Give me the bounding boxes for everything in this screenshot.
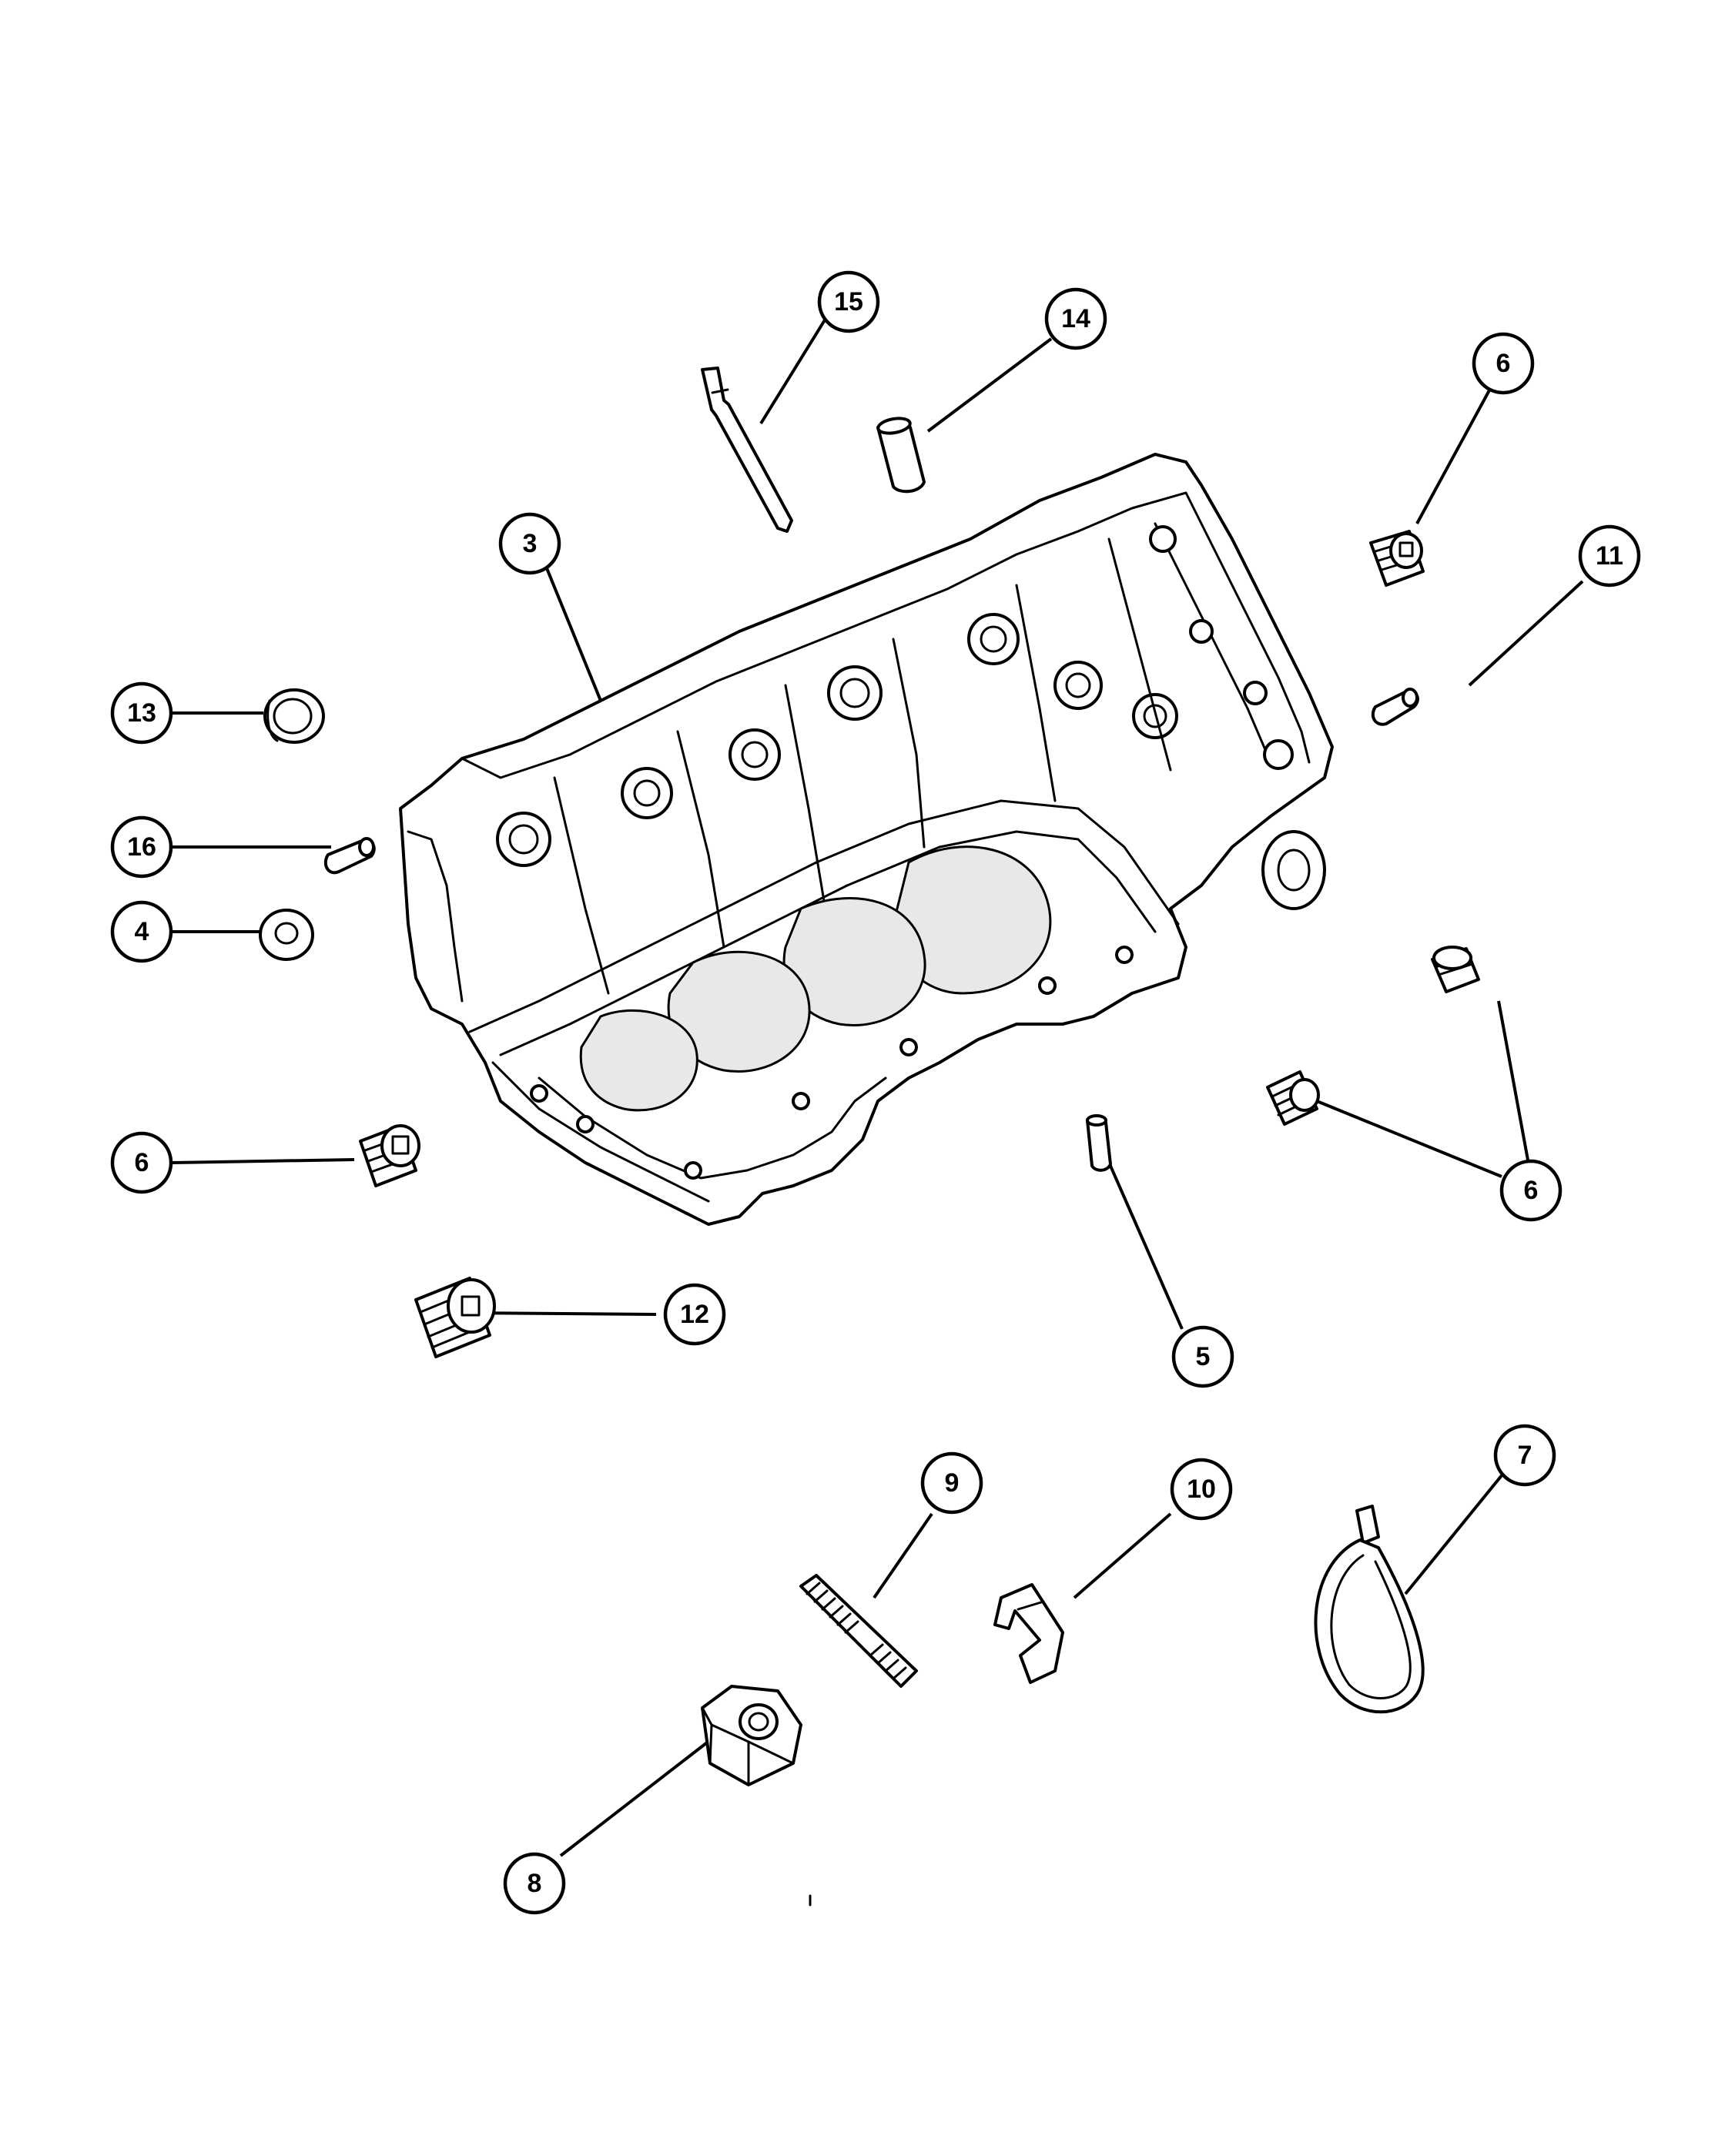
dowel-pin [1086,1114,1112,1172]
callout-label: 16 [127,832,156,862]
callout-label: 12 [680,1300,709,1329]
callout-12: 12 [663,1283,726,1346]
callout-label: 14 [1061,304,1090,333]
callout-13: 13 [110,681,173,745]
stud [799,1574,918,1688]
callout-7: 7 [1493,1424,1556,1487]
dowel-sleeve [876,417,926,494]
strap [1314,1505,1425,1714]
callout-9: 9 [920,1451,983,1515]
clip [993,1583,1064,1684]
engine-block [399,453,1334,1226]
leader-lines [170,317,1584,1857]
callout-label: 7 [1518,1441,1532,1470]
washer [259,909,314,961]
cylinder-head-bolt [701,367,793,533]
callout-label: 9 [945,1468,960,1498]
callout-6: 6 [1499,1159,1563,1222]
expansion-plug [359,1124,420,1187]
expansion-plug [1266,1070,1320,1126]
hex-nut [701,1685,802,1786]
callout-label: 15 [834,287,863,316]
callout-15: 15 [817,270,880,333]
callout-label: 8 [528,1869,542,1898]
callout-6: 6 [1472,332,1535,395]
cup-plug [263,688,325,744]
callout-10: 10 [1170,1458,1233,1521]
expansion-plug [1369,530,1425,587]
expansion-plug [1431,946,1480,993]
callout-16: 16 [110,815,173,879]
callout-3: 3 [498,512,561,575]
callout-label: 4 [135,917,149,946]
callout-8: 8 [503,1852,566,1915]
threaded-plug [414,1277,496,1358]
callout-label: 13 [127,698,156,728]
dowel-pin [323,837,376,875]
callout-4: 4 [110,900,173,963]
callout-14: 14 [1044,287,1107,350]
callout-label: 3 [523,529,538,558]
callout-label: 11 [1596,541,1623,571]
callout-5: 5 [1171,1325,1234,1388]
callout-label: 5 [1196,1342,1211,1371]
callout-label: 6 [1524,1176,1539,1205]
callout-11: 11 [1578,524,1641,588]
callout-label: 6 [135,1148,149,1177]
callout-6: 6 [110,1131,173,1194]
callout-label: 6 [1496,349,1511,378]
dowel-pin [1371,688,1419,726]
callout-label: 10 [1187,1475,1216,1504]
